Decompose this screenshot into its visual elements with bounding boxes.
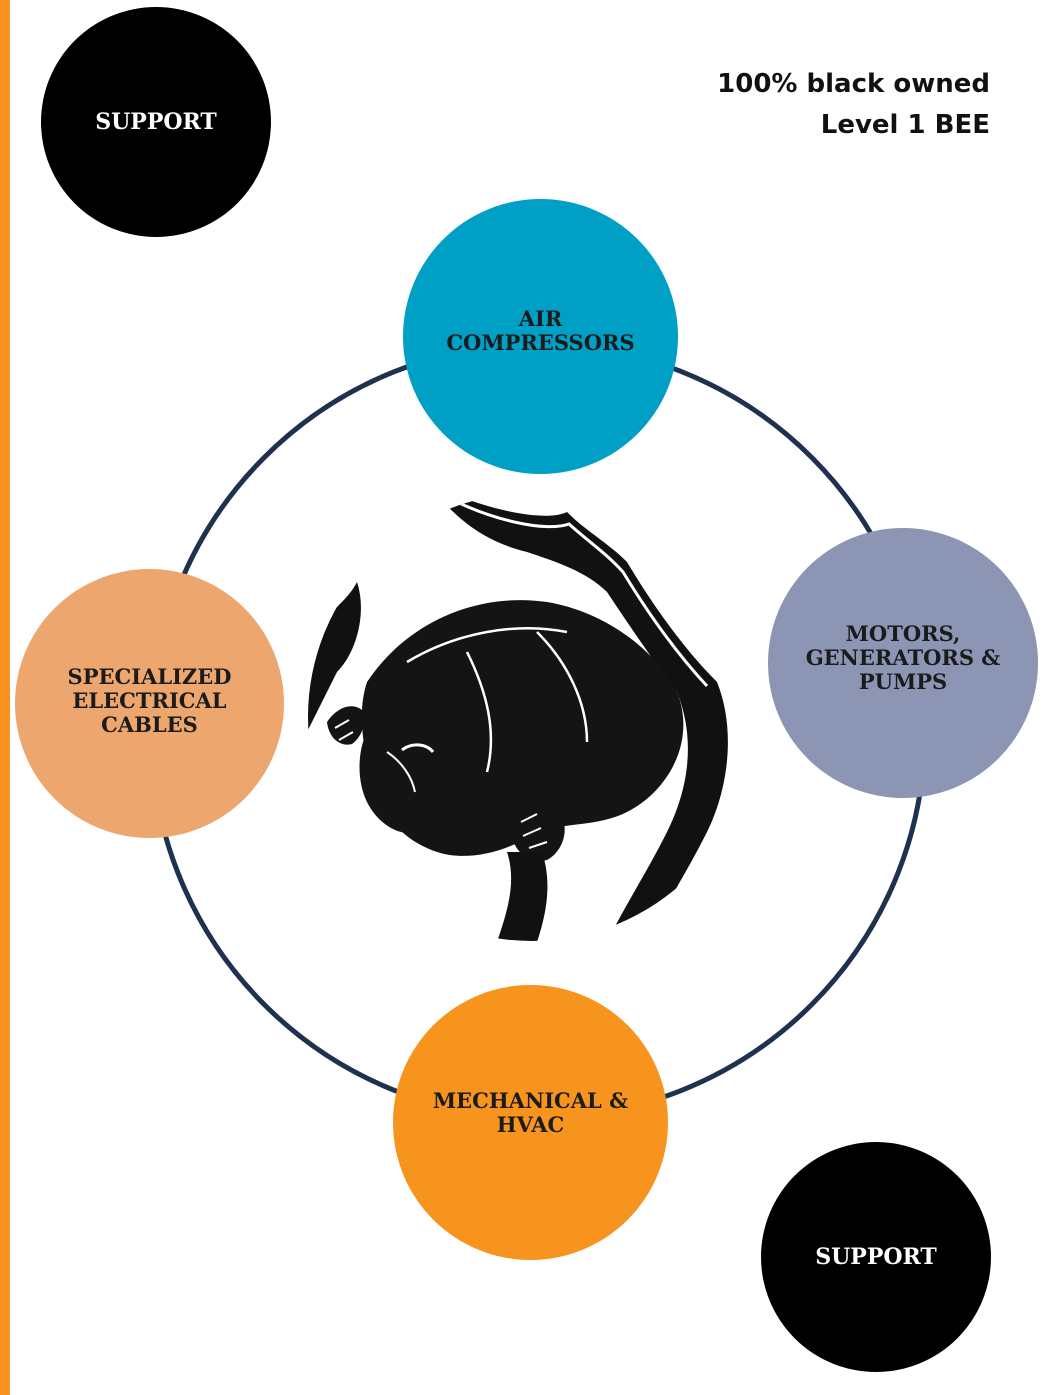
center-logo: [307, 492, 757, 942]
node-mechanical-hvac: MECHANICAL & HVAC: [393, 985, 668, 1260]
bee-status: 100% black owned Level 1 BEE: [717, 64, 990, 146]
air-compressors-label: AIR COMPRESSORS: [446, 305, 635, 355]
support-bottom-label: SUPPORT: [815, 1244, 937, 1270]
support-circle-top: SUPPORT: [41, 7, 271, 237]
cables-label: SPECIALIZED ELECTRICAL CABLES: [67, 663, 232, 737]
accent-bar: [0, 0, 10, 1395]
mechanical-label: MECHANICAL & HVAC: [432, 1087, 629, 1137]
support-circle-bottom: SUPPORT: [761, 1142, 991, 1372]
node-air-compressors: AIR COMPRESSORS: [403, 199, 678, 474]
mole-icon: [308, 493, 756, 941]
motors-label: MOTORS, GENERATORS & PUMPS: [805, 621, 1001, 694]
node-motors-generators-pumps: MOTORS, GENERATORS & PUMPS: [768, 528, 1038, 798]
ownership-text: 100% black owned: [717, 69, 990, 99]
support-top-label: SUPPORT: [95, 109, 217, 135]
bee-level-text: Level 1 BEE: [820, 110, 990, 140]
node-specialized-cables: SPECIALIZED ELECTRICAL CABLES: [15, 569, 284, 838]
